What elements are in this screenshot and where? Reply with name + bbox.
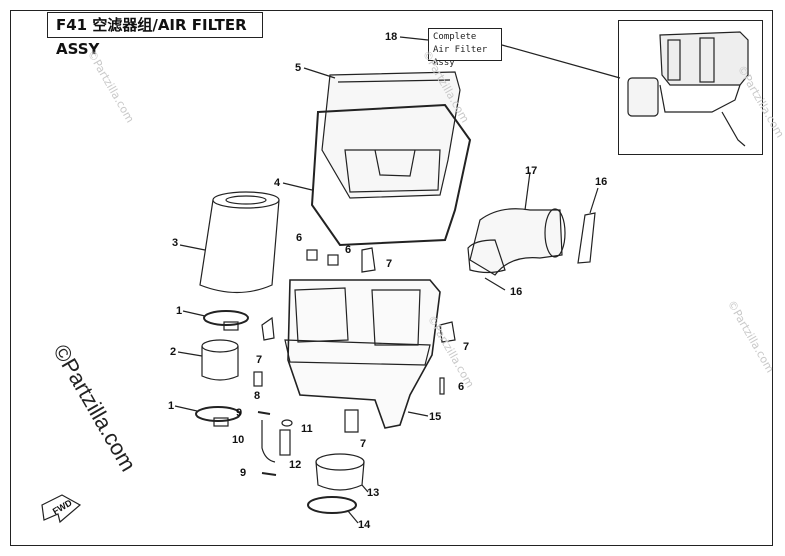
part-label-16-lower: 16	[510, 286, 523, 298]
part-9-clip-lower	[261, 472, 277, 476]
part-15-housing	[284, 279, 441, 429]
part-label-1-upper: 1	[176, 305, 183, 317]
part-7-fitting-b	[261, 316, 275, 341]
part-12-drain	[279, 429, 291, 456]
part-1-clamp-upper	[203, 310, 249, 326]
part-1-clamp-lower	[195, 406, 241, 422]
part-4-gasket	[310, 103, 472, 247]
part-7-fitting-a	[361, 247, 376, 273]
leader-18	[399, 36, 429, 41]
part-label-17: 17	[525, 165, 538, 177]
part-3-filter	[179, 191, 280, 294]
part-label-1-lower: 1	[168, 400, 175, 412]
part-label-9-lower: 9	[240, 467, 247, 479]
part-6-grommet-a	[306, 249, 318, 261]
inset-assy-icon	[627, 31, 749, 147]
part-label-14: 14	[358, 519, 371, 531]
part-label-7-c: 7	[463, 341, 470, 353]
part-11-oring	[281, 419, 293, 427]
part-label-12: 12	[289, 459, 302, 471]
part-6-grommet-b	[327, 254, 339, 266]
part-16-seal-right	[577, 212, 596, 264]
part-label-7-d: 7	[360, 438, 367, 450]
complete-assy-callout: Complete Air Filter Assy	[428, 28, 502, 68]
callout-line-2: Air Filter Assy	[433, 45, 488, 68]
part-label-9-upper: 9	[236, 407, 243, 419]
part-label-6-b: 6	[345, 244, 352, 256]
part-6-grommet-c	[439, 377, 445, 395]
callout-line-1: Complete	[433, 32, 477, 42]
fwd-arrow-icon	[41, 494, 82, 524]
part-8-plug	[253, 371, 263, 387]
part-label-7-a: 7	[386, 258, 393, 270]
part-label-15: 15	[429, 411, 442, 423]
part-9-clip-upper	[257, 411, 271, 415]
complete-assy-inset	[618, 20, 763, 155]
part-label-8: 8	[254, 390, 261, 402]
part-14-clamp	[307, 496, 357, 514]
part-17-duct	[467, 171, 566, 276]
part-7-fitting-c	[439, 321, 456, 343]
part-label-13: 13	[367, 487, 380, 499]
part-5-cover	[321, 71, 461, 199]
part-2-sleeve	[177, 339, 239, 381]
part-label-16-upper: 16	[595, 176, 608, 188]
part-label-2: 2	[170, 346, 177, 358]
part-label-7-b: 7	[256, 354, 263, 366]
part-label-4: 4	[274, 177, 281, 189]
drawing-frame	[10, 10, 773, 546]
part-10-hose	[261, 420, 276, 463]
leader-18-inset	[501, 44, 621, 79]
part-label-10: 10	[232, 434, 245, 446]
diagram-title: F41 空滤器组/AIR FILTER ASSY	[47, 12, 263, 58]
part-label-18: 18	[385, 31, 398, 43]
part-label-5: 5	[295, 62, 302, 74]
part-label-11: 11	[301, 423, 313, 435]
part-label-6-a: 6	[296, 232, 303, 244]
part-label-6-c: 6	[458, 381, 465, 393]
part-13-boot	[315, 453, 369, 493]
part-7-fitting-d	[344, 409, 359, 433]
part-label-3: 3	[172, 237, 179, 249]
